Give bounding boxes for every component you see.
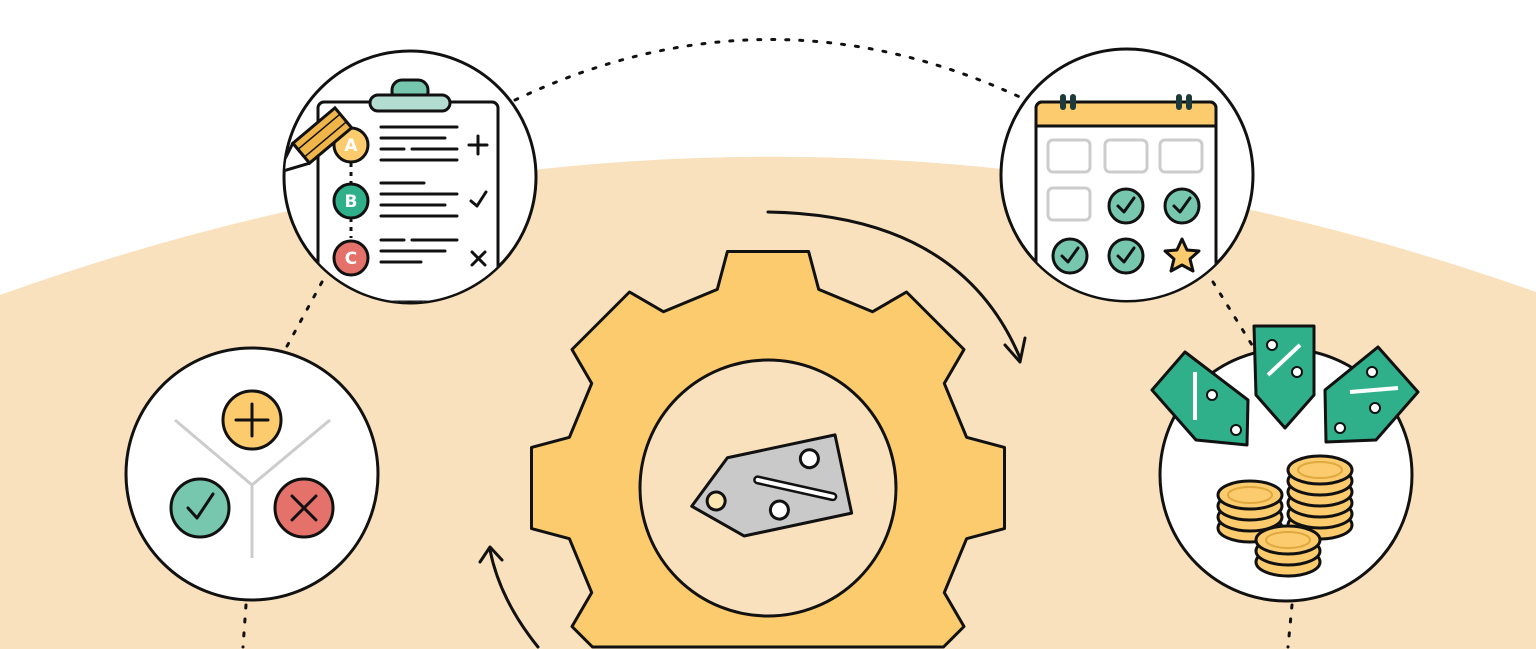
plus-icon <box>467 134 489 156</box>
check-icon <box>469 190 488 208</box>
coin-face <box>1227 486 1273 504</box>
calendar-circle <box>999 47 1255 303</box>
discount-money-circle <box>1150 324 1420 603</box>
coin-face <box>1265 531 1311 549</box>
decision-circle <box>124 346 380 602</box>
calendar-icon <box>1034 94 1218 300</box>
pencil-icon <box>285 105 354 174</box>
coin <box>1254 524 1322 556</box>
option-c-label: C <box>345 249 357 269</box>
coin-face <box>1297 461 1343 479</box>
star-icon <box>1163 237 1201 273</box>
coins-icon <box>1216 454 1354 578</box>
price-tag-icon <box>690 433 854 538</box>
quiz-clipboard-circle: A B C <box>282 49 538 305</box>
option-b-label: B <box>345 192 358 212</box>
cross-icon <box>470 250 487 267</box>
dotted-cycle-path <box>241 38 1294 649</box>
cycle-arrow-icon <box>478 210 1027 649</box>
price-tag-icon <box>1150 324 1420 447</box>
coin <box>1216 479 1284 511</box>
check-icon <box>169 477 231 539</box>
coin <box>1286 454 1354 486</box>
option-a-label: A <box>344 136 358 156</box>
